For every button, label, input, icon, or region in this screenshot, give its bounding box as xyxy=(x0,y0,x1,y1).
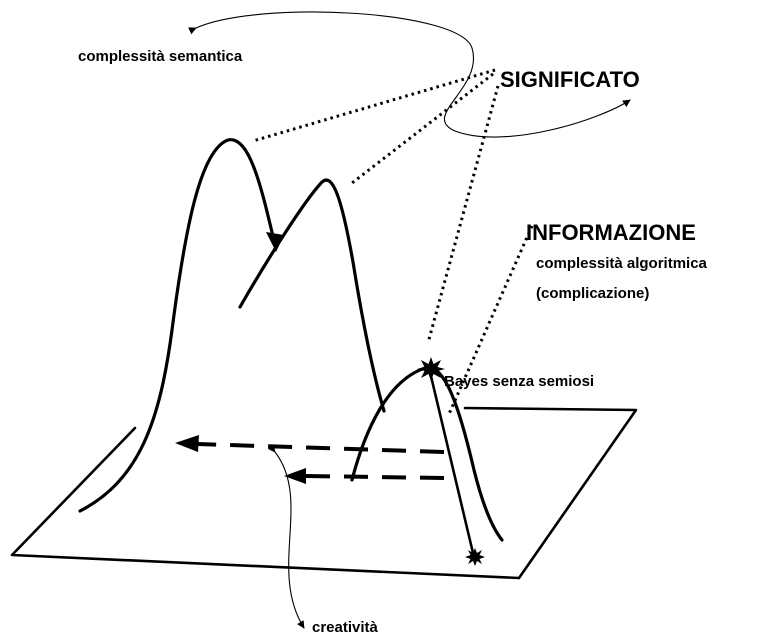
label-complicazione: (complicazione) xyxy=(536,285,649,302)
label-bayes: Bayes senza semiosi xyxy=(444,373,594,390)
label-creativita: creatività xyxy=(312,619,379,636)
creativita-pointer xyxy=(267,444,305,629)
significato-dotted-line-1 xyxy=(252,68,496,143)
base-plane xyxy=(10,406,638,580)
information-peak xyxy=(350,366,504,542)
informazione-dotted-line xyxy=(447,225,534,415)
semantic-loop-arrow xyxy=(188,11,631,138)
creativity-dashed-arrow-long xyxy=(197,442,445,454)
semantic-peak-2 xyxy=(238,178,386,413)
significato-dotted-line-2 xyxy=(351,72,494,185)
bayes-star-icon xyxy=(417,357,445,381)
base-star-icon xyxy=(465,548,485,566)
label-complessita-semantica: complessità semantica xyxy=(78,48,243,65)
label-complessita-algoritmica: complessità algoritmica xyxy=(536,255,708,272)
label-informazione: INFORMAZIONE xyxy=(526,220,696,245)
creativity-arrowhead-long xyxy=(175,435,199,452)
information-peak-inner-line xyxy=(428,370,475,555)
significato-dotted-line-3 xyxy=(426,85,500,344)
creativity-dashed-arrow-short xyxy=(305,474,445,480)
semantic-peak-1 xyxy=(78,138,277,513)
label-significato: SIGNIFICATO xyxy=(500,67,640,92)
peak-arrowhead xyxy=(266,232,284,252)
